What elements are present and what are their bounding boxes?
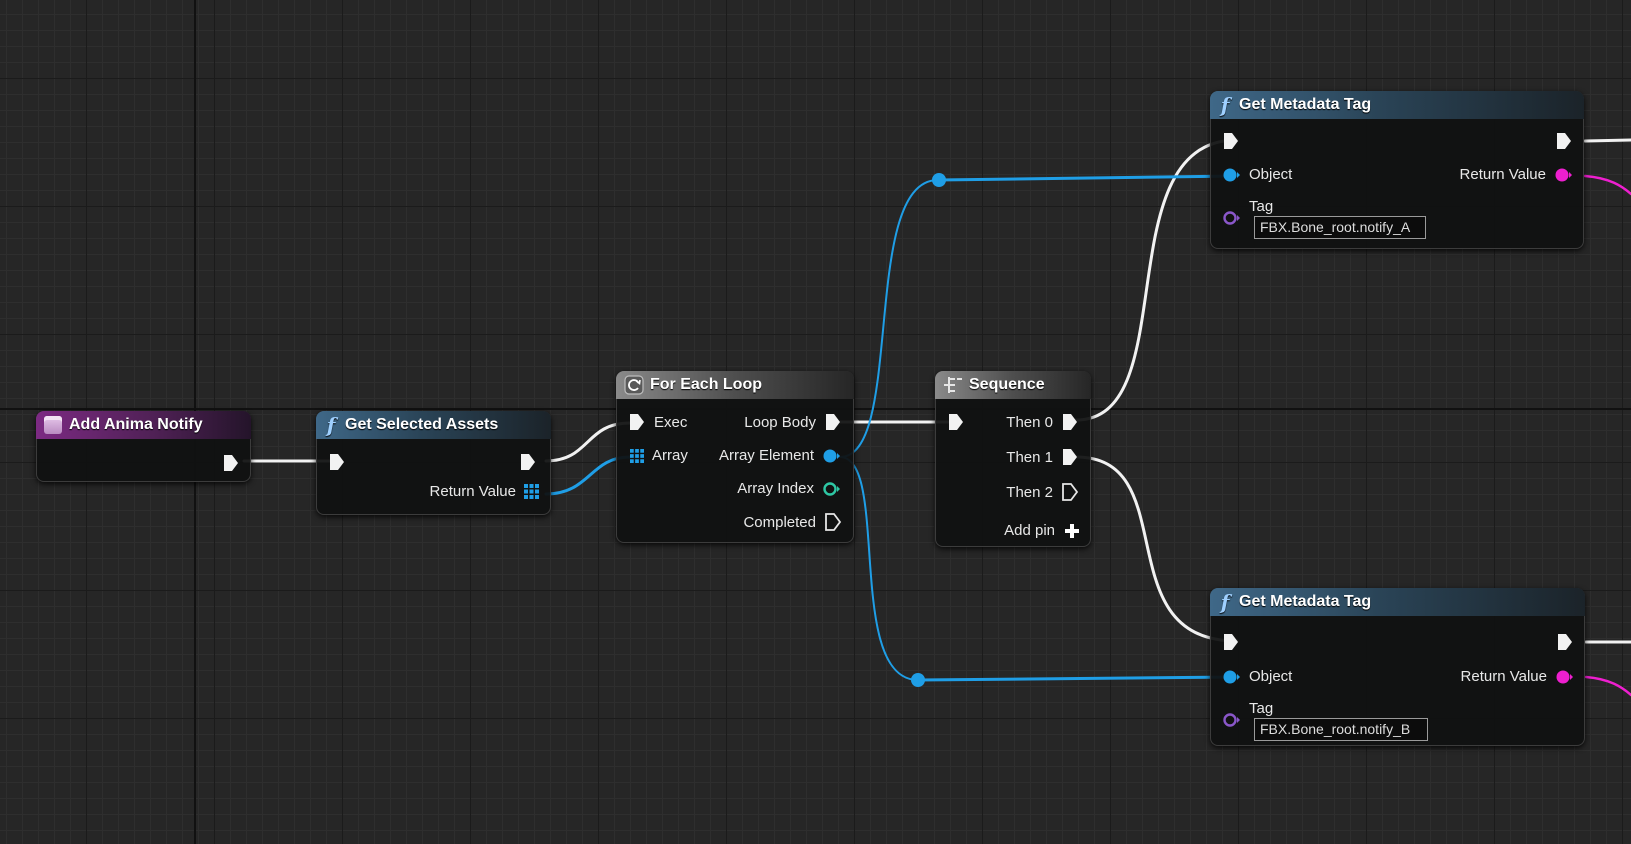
plus-icon [1065, 523, 1079, 538]
get-metadata-tag-node-a[interactable]: f Get Metadata Tag Object Return Value T… [1210, 91, 1584, 249]
exec-in-row: Exec [628, 412, 687, 432]
exec-label: Exec [654, 413, 688, 431]
exec-out-pin[interactable] [519, 452, 537, 472]
exec-in-pin[interactable] [328, 452, 346, 472]
object-pin[interactable] [1222, 167, 1240, 183]
add-pin-label: Add pin [1004, 522, 1055, 539]
node-header: f Get Selected Assets [316, 411, 551, 439]
return-value-label: Return Value [429, 483, 516, 500]
exec-wire-then1-to-tag-b[interactable] [1074, 455, 1239, 643]
name-pin[interactable] [1554, 167, 1572, 183]
reroute-node-b[interactable] [911, 673, 925, 687]
exec-in-pin[interactable] [1222, 131, 1240, 151]
exec-out-pin[interactable] [1061, 447, 1079, 467]
exec-wire-out-tag-a[interactable] [1583, 138, 1631, 143]
return-value-row: Return Value [430, 483, 539, 500]
completed-label: Completed [743, 513, 816, 531]
exec-out-pin-unconnected[interactable] [1061, 482, 1079, 502]
node-header: f Get Metadata Tag [1210, 91, 1584, 119]
exec-in-pin[interactable] [947, 412, 965, 432]
object-pin[interactable] [822, 448, 840, 464]
node-title: Sequence [969, 376, 1045, 393]
array-label: Array [652, 447, 688, 464]
name-pin[interactable] [1555, 669, 1573, 685]
get-selected-assets-node[interactable]: f Get Selected Assets Return Value [316, 411, 551, 515]
exec-out-pin-unconnected[interactable] [824, 512, 842, 532]
return-value-label: Return Value [1459, 166, 1546, 183]
loop-body-row: Loop Body [744, 412, 842, 432]
return-value-row: Return Value [1460, 166, 1572, 183]
object-wire-to-reroute-b[interactable] [839, 456, 919, 681]
exec-in-pin[interactable] [628, 412, 646, 432]
tag-row: Tag [1222, 198, 1273, 215]
exec-in-pin[interactable] [1222, 632, 1240, 652]
add-anima-notify-node[interactable]: Add Anima Notify [36, 411, 251, 482]
event-icon [44, 416, 62, 434]
exec-out-pin[interactable] [824, 412, 842, 432]
node-header: Sequence [935, 371, 1091, 399]
function-icon: f [1220, 93, 1230, 117]
node-header: Add Anima Notify [36, 411, 251, 439]
function-icon: f [326, 413, 336, 437]
then-2-row: Then 2 [1006, 482, 1079, 502]
reroute-node-a[interactable] [932, 173, 946, 187]
array-grid-icon[interactable] [524, 484, 539, 499]
tag-label: Tag [1249, 198, 1274, 215]
exec-out-pin[interactable] [1556, 632, 1574, 652]
object-label: Object [1249, 668, 1293, 685]
object-pin[interactable] [1222, 669, 1240, 685]
then-2-label: Then 2 [1006, 483, 1053, 501]
add-pin-button[interactable]: Add pin [1004, 522, 1079, 539]
return-value-label: Return Value [1460, 668, 1547, 685]
tag-pin[interactable] [1222, 210, 1240, 226]
node-title: Get Selected Assets [345, 416, 499, 433]
return-value-row: Return Value [1461, 668, 1573, 685]
node-header: f Get Metadata Tag [1210, 588, 1585, 616]
object-row: Object [1222, 166, 1292, 183]
exec-out-pin[interactable] [222, 453, 240, 473]
object-row: Object [1222, 668, 1292, 685]
return-wire-out-tag-a[interactable] [1583, 174, 1631, 196]
node-title: For Each Loop [650, 376, 762, 393]
then-0-label: Then 0 [1006, 413, 1053, 431]
array-index-row: Array Index [737, 480, 840, 497]
sequence-icon [944, 377, 962, 393]
object-label: Object [1249, 166, 1293, 183]
object-wire-reroute-b-to-tag-b[interactable] [916, 675, 1239, 682]
array-in-row: Array [630, 447, 688, 464]
loop-body-label: Loop Body [744, 413, 816, 431]
then-1-row: Then 1 [1006, 447, 1079, 467]
exec-wire-then0-to-tag-a[interactable] [1074, 138, 1239, 422]
exec-out-pin[interactable] [1061, 412, 1079, 432]
get-metadata-tag-node-b[interactable]: f Get Metadata Tag Object Return Value T… [1210, 588, 1585, 746]
node-header: For Each Loop [616, 371, 854, 399]
array-element-row: Array Element [719, 447, 840, 464]
tag-label: Tag [1249, 700, 1274, 717]
node-title: Get Metadata Tag [1239, 593, 1372, 610]
integer-pin[interactable] [822, 481, 840, 497]
object-wire-reroute-a-to-tag-a[interactable] [936, 174, 1239, 182]
array-index-label: Array Index [737, 480, 814, 497]
then-1-label: Then 1 [1006, 448, 1053, 466]
return-wire-out-tag-b[interactable] [1584, 675, 1631, 697]
tag-input[interactable]: FBX.Bone_root.notify_B [1254, 718, 1428, 741]
node-title: Get Metadata Tag [1239, 96, 1372, 113]
exec-out-pin[interactable] [1555, 131, 1573, 151]
sequence-node[interactable]: Sequence Then 0 Then 1 Then 2 Add pin [935, 371, 1091, 547]
loop-icon [624, 375, 644, 395]
function-icon: f [1220, 590, 1230, 614]
tag-pin[interactable] [1222, 712, 1240, 728]
array-grid-icon[interactable] [630, 448, 644, 463]
for-each-loop-node[interactable]: For Each Loop Exec Array Loop Body Array… [616, 371, 854, 543]
tag-input[interactable]: FBX.Bone_root.notify_A [1254, 216, 1426, 239]
then-0-row: Then 0 [1006, 412, 1079, 432]
object-wire-to-reroute-a[interactable] [839, 179, 939, 458]
node-title: Add Anima Notify [69, 416, 203, 433]
completed-row: Completed [743, 512, 842, 532]
array-element-label: Array Element [718, 447, 814, 464]
tag-row: Tag [1222, 700, 1273, 717]
